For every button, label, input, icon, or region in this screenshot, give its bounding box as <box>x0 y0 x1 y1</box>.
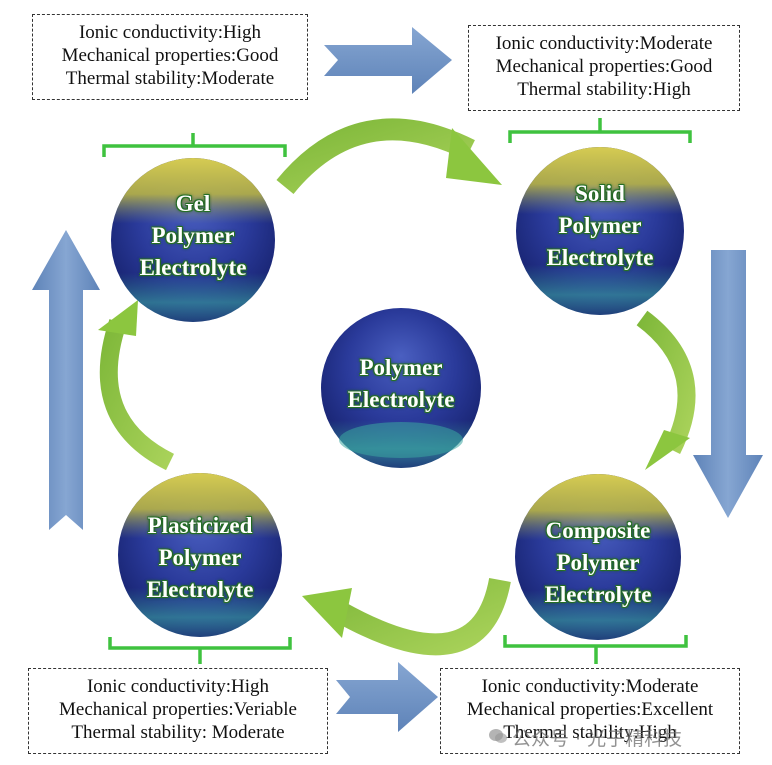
property-box-gel: Ionic conductivity:High Mechanical prope… <box>32 14 308 100</box>
blue-arrow-left-up <box>32 230 100 530</box>
label-line: Electrolyte <box>347 387 455 412</box>
label-line: Electrolyte <box>544 582 652 607</box>
label-line: Polymer <box>158 545 242 570</box>
label-line: Solid <box>575 181 625 206</box>
blue-arrow-right-down <box>693 250 763 518</box>
sphere-center <box>321 308 481 468</box>
sphere-gel <box>111 158 275 322</box>
box-line: Mechanical properties:Good <box>61 45 279 66</box>
box-line: Mechanical properties:Excellent <box>466 699 714 720</box>
sphere-composite <box>515 474 681 640</box>
label-line: Polymer <box>151 223 235 248</box>
property-box-solid: Ionic conductivity:Moderate Mechanical p… <box>468 25 740 111</box>
label-line: Composite <box>545 518 651 543</box>
bracket-gel <box>102 133 287 157</box>
bracket-plasticized <box>108 637 292 664</box>
green-arrow-gel-to-solid <box>276 118 502 195</box>
sphere-solid <box>516 147 684 315</box>
property-box-plasticized: Ionic conductivity:High Mechanical prope… <box>28 668 328 754</box>
property-box-composite: Ionic conductivity:Moderate Mechanical p… <box>440 668 740 754</box>
label-line: Gel <box>175 191 211 216</box>
label-line: Electrolyte <box>139 255 247 280</box>
label-line: Electrolyte <box>146 577 254 602</box>
label-line: Polymer <box>556 550 640 575</box>
blue-arrow-bottom-right <box>336 662 438 732</box>
box-line: Mechanical properties:Good <box>495 56 713 77</box>
box-line: Mechanical properties:Veriable <box>59 699 297 720</box>
sphere-label-gel: Gel Polymer Electrolyte <box>113 188 273 284</box>
sphere-label-solid: Solid Polymer Electrolyte <box>520 178 680 274</box>
box-line: Thermal stability: Moderate <box>71 722 285 743</box>
sphere-label-composite: Composite Polymer Electrolyte <box>508 515 688 611</box>
wechat-icon <box>489 729 507 743</box>
box-line: Ionic conductivity:High <box>78 22 262 43</box>
box-line: Ionic conductivity:Moderate <box>481 676 699 697</box>
label-line: Polymer <box>558 213 642 238</box>
bracket-solid <box>508 118 692 143</box>
green-arrow-composite-to-plasticized <box>302 577 511 656</box>
bracket-composite <box>503 635 688 664</box>
box-line: Thermal stability:High <box>517 79 691 100</box>
box-line: Ionic conductivity:High <box>86 676 270 697</box>
box-line: Ionic conductivity:Moderate <box>495 33 713 54</box>
blue-arrow-top-right <box>324 27 452 94</box>
box-line: Thermal stability:High <box>503 722 677 743</box>
box-line: Thermal stability:Moderate <box>65 68 275 89</box>
label-line: Electrolyte <box>546 245 654 270</box>
sphere-label-plasticized: Plasticized Polymer Electrolyte <box>110 510 290 606</box>
label-line: Polymer <box>359 355 443 380</box>
green-arrow-plasticized-to-gel <box>98 300 175 471</box>
sphere-label-center: Polymer Electrolyte <box>321 352 481 416</box>
watermark-text: 公众号 · 光子精科技 <box>512 728 683 750</box>
label-line: Plasticized <box>147 513 253 538</box>
sphere-plasticized <box>118 473 282 637</box>
green-arrow-solid-to-composite <box>636 310 696 470</box>
